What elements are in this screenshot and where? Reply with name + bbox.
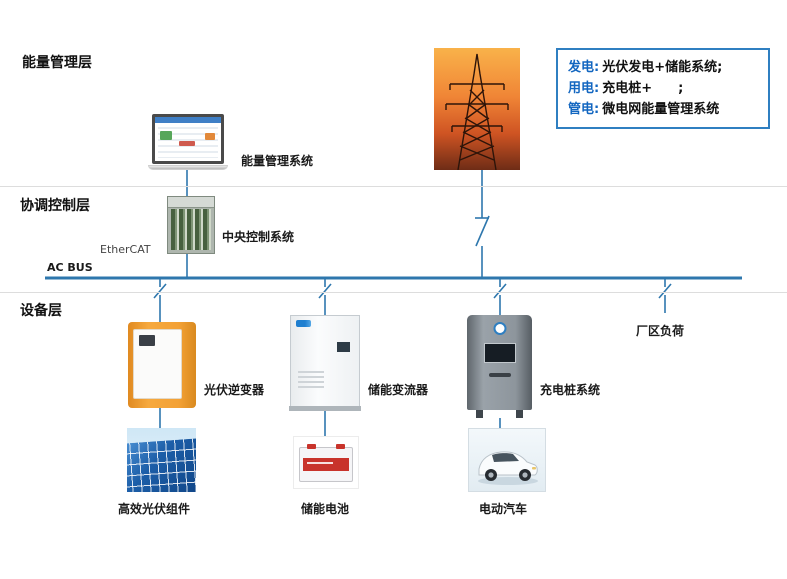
legend-row-generation: 发电:光伏发电+储能系统; bbox=[568, 57, 758, 78]
battery-body bbox=[299, 444, 353, 482]
charging-pile-slot bbox=[488, 373, 511, 377]
legend-key-consumption: 用电: bbox=[568, 81, 600, 96]
legend-box: 发电:光伏发电+储能系统; 用电:充电桩+ ; 管电:微电网能量管理系统 bbox=[556, 48, 770, 129]
layer-label-energy-management: 能量管理层 bbox=[22, 55, 92, 71]
electric-vehicle-image bbox=[468, 428, 546, 492]
laptop-chart-orange bbox=[205, 133, 215, 140]
ems-label: 能量管理系统 bbox=[241, 154, 314, 168]
central-controller-device bbox=[167, 196, 215, 254]
charging-pile-leg-right bbox=[516, 410, 523, 418]
legend-key-generation: 发电: bbox=[568, 60, 600, 75]
layer-divider-top bbox=[0, 186, 787, 187]
storage-converter-vents bbox=[298, 371, 324, 391]
ethercat-label: EtherCAT bbox=[100, 243, 151, 256]
legend-value-consumption: 充电桩+ ; bbox=[602, 81, 684, 96]
tower-silhouette bbox=[445, 53, 509, 170]
storage-converter-logo bbox=[296, 320, 311, 327]
pv-modules-label: 高效光伏组件 bbox=[118, 502, 191, 516]
storage-converter-label: 储能变流器 bbox=[368, 383, 429, 397]
legend-value-generation: 光伏发电+储能系统; bbox=[602, 60, 723, 75]
legend-value-management: 微电网能量管理系统 bbox=[602, 102, 720, 117]
laptop-chart-red bbox=[179, 141, 195, 146]
plant-load-label: 厂区负荷 bbox=[636, 324, 685, 338]
legend-row-consumption: 用电:充电桩+ ; bbox=[568, 78, 758, 99]
car-illustration bbox=[478, 451, 538, 485]
battery-terminal-right bbox=[336, 444, 345, 449]
storage-converter-device bbox=[289, 315, 361, 411]
pv-inverter-front-panel bbox=[133, 329, 182, 399]
battery-label: 储能电池 bbox=[301, 502, 350, 516]
laptop-chart-green bbox=[160, 131, 172, 140]
layer-label-device: 设备层 bbox=[20, 303, 62, 319]
ev-label: 电动汽车 bbox=[479, 502, 528, 516]
storage-battery-image bbox=[293, 436, 359, 489]
charging-pile-display bbox=[483, 343, 516, 363]
solar-panel-image bbox=[127, 428, 196, 492]
plc-top-panel bbox=[168, 197, 214, 208]
laptop-screen bbox=[152, 114, 224, 164]
power-grid-tower-photo bbox=[434, 48, 520, 170]
layer-divider-bottom bbox=[0, 292, 787, 293]
battery-terminal-left bbox=[307, 444, 316, 449]
solar-panel-grid bbox=[127, 438, 196, 492]
legend-key-management: 管电: bbox=[568, 102, 600, 117]
storage-converter-base bbox=[289, 406, 361, 411]
charging-pile-device bbox=[467, 315, 532, 418]
ems-laptop bbox=[148, 114, 228, 170]
legend-row-management: 管电:微电网能量管理系统 bbox=[568, 99, 758, 120]
battery-label-band bbox=[303, 458, 349, 471]
pv-inverter-display bbox=[139, 335, 155, 346]
ac-bus-label: AC BUS bbox=[47, 261, 93, 274]
pv-inverter-label: 光伏逆变器 bbox=[204, 383, 265, 397]
laptop-base bbox=[148, 165, 228, 170]
charging-system-label: 充电桩系统 bbox=[540, 383, 601, 397]
plc-io-modules bbox=[171, 209, 211, 250]
laptop-screen-header bbox=[155, 117, 221, 123]
pv-inverter-device bbox=[128, 322, 196, 408]
charging-pile-leg-left bbox=[476, 410, 483, 418]
storage-converter-display bbox=[337, 342, 350, 352]
central-control-label: 中央控制系统 bbox=[222, 230, 295, 244]
charging-pile-logo bbox=[493, 322, 506, 335]
layer-label-coordination-control: 协调控制层 bbox=[20, 198, 90, 214]
